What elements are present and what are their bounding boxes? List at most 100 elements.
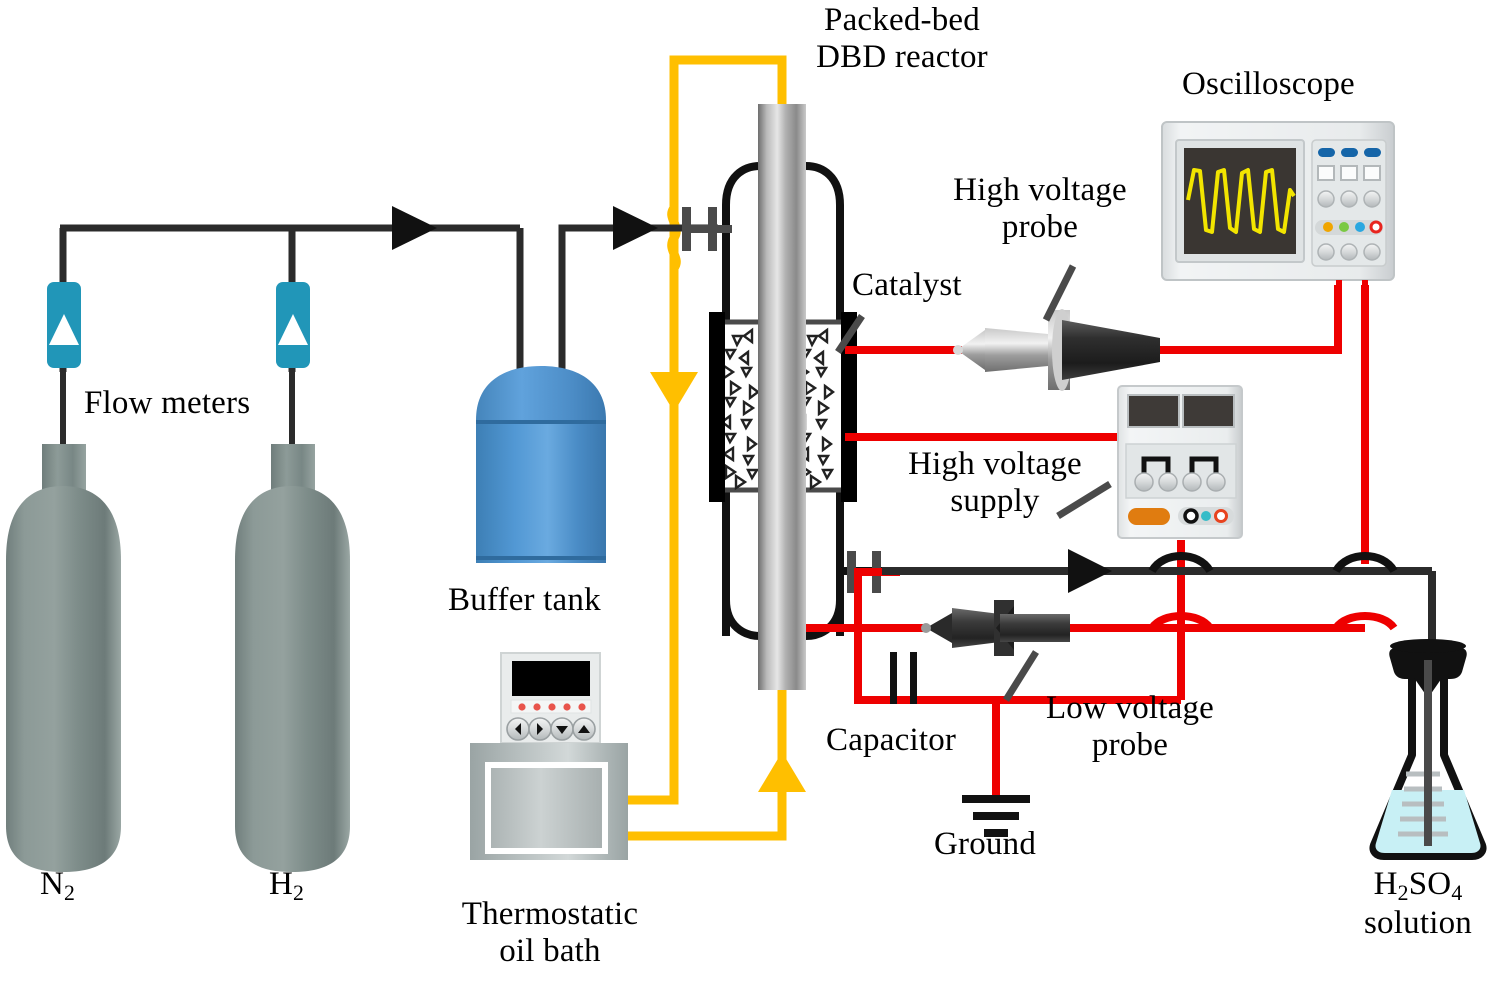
- flowmeter-n2[interactable]: [47, 282, 81, 368]
- gas-flow-arrow-2: [613, 206, 658, 250]
- label-hv-probe-line2: probe: [1001, 208, 1079, 245]
- oil-bath-led-1: [518, 703, 526, 711]
- oil-line-left-riser: [626, 240, 679, 805]
- flowmeter-n2-indicator: [49, 314, 79, 345]
- gas-cylinder-n2: [6, 444, 121, 872]
- leader-catalyst: [835, 314, 865, 354]
- cylinder-n2-body: [6, 486, 121, 872]
- oscilloscope-top-buttons[interactable]: [1318, 148, 1381, 157]
- oscilloscope-indicator-strip: [1315, 220, 1383, 235]
- hv-probe-tip: [957, 330, 985, 370]
- buffer-tank: [476, 366, 606, 563]
- oscilloscope-waveform: [1186, 168, 1296, 234]
- hv-wiring: [806, 285, 1369, 800]
- flask-dip-tube: [1424, 660, 1432, 846]
- lv-probe-cone: [952, 608, 1000, 648]
- gas-line-hop-1: [1148, 552, 1214, 574]
- gas-feed-lines: [59, 224, 718, 382]
- leader-lines: [835, 264, 1112, 702]
- oil-bath-display: [512, 661, 590, 696]
- leader-hv-probe: [1042, 264, 1077, 322]
- oscilloscope: [1161, 121, 1395, 296]
- oscilloscope-knob-row-2[interactable]: [1317, 243, 1381, 261]
- hv-supply-knob-pair-left[interactable]: [1134, 456, 1178, 492]
- cylinder-n2-neck: [42, 444, 86, 492]
- oil-bath-led-4: [563, 703, 571, 711]
- oscilloscope-knob-row-1[interactable]: [1317, 190, 1381, 208]
- hv-supply-led-cyan: [1201, 511, 1211, 521]
- oscilloscope-square-buttons[interactable]: [1317, 165, 1381, 181]
- high-voltage-probe: [953, 309, 1160, 391]
- label-oscilloscope: Oscilloscope: [1182, 66, 1355, 102]
- label-oil-bath-line1: Thermostatic: [461, 896, 639, 932]
- label-n2-subscript: 2: [64, 881, 76, 906]
- cylinder-h2-body: [235, 486, 350, 872]
- label-hv-supply-line2: supply: [950, 482, 1040, 519]
- oil-bath-led-2: [533, 703, 541, 711]
- oscilloscope-led-green: [1339, 222, 1349, 232]
- hv-probe-body: [1062, 320, 1160, 380]
- hv-wire-hop-1: [1148, 612, 1214, 631]
- oil-circulation-loop: [626, 55, 787, 841]
- label-h2-subscript: 2: [293, 881, 305, 906]
- label-buffer-tank: Buffer tank: [448, 582, 601, 618]
- ground-symbol: [962, 795, 1030, 837]
- buffer-tank-dome: [476, 366, 606, 420]
- oscilloscope-led-orange: [1323, 222, 1333, 232]
- gas-line-buffer-out: [558, 224, 718, 382]
- cylinder-h2-neck: [271, 444, 315, 492]
- gas-line-hop-2: [1332, 552, 1398, 574]
- oil-bath-inner-tank: [485, 762, 608, 854]
- label-ground: Ground: [934, 826, 1037, 862]
- ground-electrode-right: [841, 312, 857, 502]
- label-lv-probe-line2: probe: [1091, 726, 1169, 763]
- oil-line-top-feed: [669, 55, 787, 240]
- oil-bath-led-3: [548, 703, 556, 711]
- label-flow-meters: Flow meters: [84, 385, 251, 421]
- label-hv-probe-line1: High voltage: [953, 172, 1127, 208]
- hv-supply-led-red: [1214, 509, 1228, 523]
- low-voltage-probe: [921, 600, 1070, 656]
- lv-probe-body: [1000, 614, 1070, 642]
- flowmeter-h2-indicator: [278, 314, 308, 345]
- ground-electrode-left: [709, 312, 725, 502]
- label-hv-supply-line1: High voltage: [908, 446, 1082, 482]
- label-catalyst: Catalyst: [852, 267, 962, 303]
- oscilloscope-terminal-left: [1336, 280, 1342, 296]
- oil-bath-arrow-buttons[interactable]: [506, 717, 596, 741]
- leader-lv-probe: [1003, 650, 1039, 702]
- oscilloscope-led-blue: [1355, 222, 1365, 232]
- label-cylinder-n2: N2: [40, 866, 75, 905]
- label-n2-symbol: N: [40, 866, 65, 902]
- label-cylinder-h2: H2: [269, 866, 304, 905]
- reactor-top-port: [682, 207, 732, 251]
- high-voltage-supply: [1117, 385, 1243, 539]
- hv-supply-led-black: [1183, 508, 1199, 524]
- flask-graduations: [1398, 771, 1448, 837]
- label-flask-solution: solution: [1364, 905, 1472, 942]
- thermostatic-oil-bath: [470, 652, 628, 860]
- erlenmeyer-flask: [1369, 639, 1487, 860]
- hv-wire-probe-to-scope: [1160, 285, 1342, 354]
- reactor-center-electrode-rod: [758, 104, 806, 690]
- gas-outlet-arrow: [1068, 549, 1112, 593]
- dbd-reactor: [682, 104, 882, 690]
- label-capacitor: Capacitor: [826, 722, 957, 758]
- oscilloscope-terminal-right: [1362, 280, 1368, 296]
- label-packed-bed-line1: Packed-bed: [824, 2, 980, 38]
- reactor-jacket: [722, 162, 844, 640]
- oil-line-bottom-return: [626, 690, 787, 841]
- hv-probe-cone: [985, 328, 1048, 372]
- hv-supply-knob-pair-right[interactable]: [1182, 456, 1226, 492]
- flowmeter-h2[interactable]: [276, 282, 310, 368]
- label-lv-probe-line1: Low voltage: [1045, 690, 1215, 726]
- lv-probe-tip: [926, 613, 952, 643]
- oil-flow-arrow-up: [758, 752, 806, 792]
- hv-supply-display-right: [1182, 394, 1235, 428]
